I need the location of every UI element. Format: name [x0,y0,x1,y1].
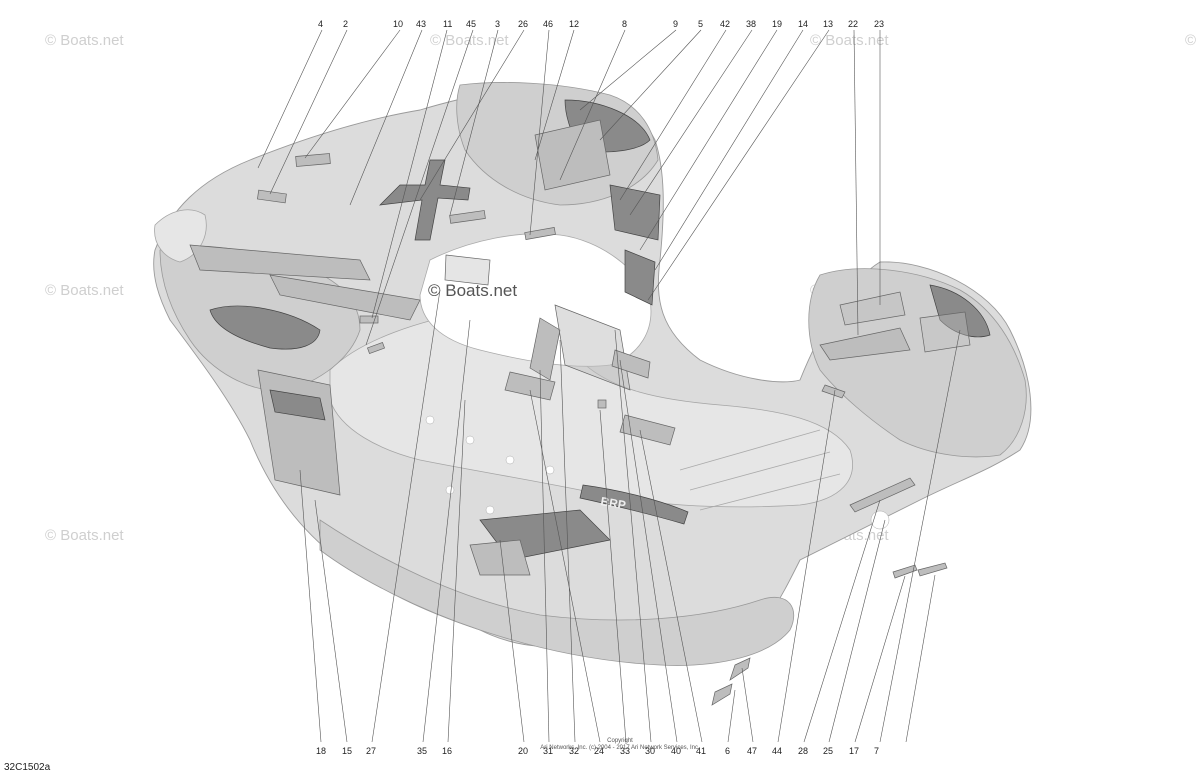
bottom-leader-lines [299,289,961,743]
callout-number: 26 [518,19,528,29]
copyright-notice: Copyright Ari Networks, Inc. (c) 2004 - … [510,738,730,752]
copyright-line: Copyright [607,738,633,744]
callout-number: 42 [720,19,730,29]
watermark: © Boats.net [45,527,124,544]
floating-panel-decal [444,254,491,286]
callout-number: 20 [518,746,528,756]
left-stripe-decal [189,244,371,281]
callout-number: 15 [342,746,352,756]
callout-number: 16 [442,746,452,756]
small-label [821,384,846,399]
small-reflector [892,564,918,579]
deck-hole [445,485,455,495]
callout-number: 4 [318,19,323,29]
watermark: © Boats.net [45,32,124,49]
callout-number: 45 [466,19,476,29]
callout-number: 19 [772,19,782,29]
floating-decal [611,349,651,379]
floating-panel-decal [554,304,631,391]
small-label [295,153,331,167]
callout-number: 30 [645,746,655,756]
callout-number: 38 [746,19,756,29]
reflector-strip [849,477,916,513]
callout-number: 41 [696,746,706,756]
left-stripe-decal-2 [269,274,421,321]
callout-number: 6 [725,746,730,756]
top-leader-lines [257,29,881,346]
callout-number: 2 [343,19,348,29]
brp-logo-decal [579,484,689,525]
center-watermark: © Boats.net [428,281,517,300]
drain-plug [870,510,890,530]
callout-number: 17 [849,746,859,756]
small-reflector [917,562,948,577]
floating-decal [529,317,561,381]
floating-decal [619,414,676,446]
deck-hole [505,455,515,465]
console-front-decal [534,119,611,191]
callout-number: 32 [569,746,579,756]
console-side-decal-2 [624,249,656,306]
brp-logo-text: BRP [599,494,626,512]
small-label [524,227,556,240]
lower-hull [319,519,795,666]
cross-decal [379,159,471,241]
decal-layer: BRP [189,99,991,706]
bottom-callouts: 18 15 27 35 16 20 31 32 24 33 30 40 41 6… [316,746,879,756]
callout-number: 35 [417,746,427,756]
deck-hole [465,435,475,445]
callout-number: 24 [594,746,604,756]
top-callouts: 4 2 10 43 11 45 3 26 46 12 8 9 5 42 38 1… [318,19,884,29]
deck-warning-decal-2 [469,539,531,576]
callout-number: 25 [823,746,833,756]
callout-number: 46 [543,19,553,29]
callout-number: 23 [874,19,884,29]
deck-hole [425,415,435,425]
copyright-line: Ari Networks, Inc. (c) 2004 - 2017 Ari N… [540,745,700,751]
console-side-decal [609,184,661,241]
callout-number: 7 [874,746,879,756]
callout-number: 14 [798,19,808,29]
deck-hole [485,505,495,515]
small-label [367,341,385,355]
callout-number: 5 [698,19,703,29]
rear-graphic-decal [929,284,991,338]
callout-number: 12 [569,19,579,29]
rear-warning-decal [819,327,911,361]
callout-number: 22 [848,19,858,29]
callout-number: 8 [622,19,627,29]
small-label [449,210,486,224]
callout-number: 33 [620,746,630,756]
callout-number: 10 [393,19,403,29]
callout-number: 9 [673,19,678,29]
floating-decal [597,399,607,409]
callout-number: 11 [443,19,452,29]
rear-panel-decal [919,311,971,353]
watermark: © Boats.net [45,282,124,299]
callout-number: 31 [543,746,553,756]
left-graphic-decal [209,305,321,350]
small-label [359,315,379,324]
watermark: © Boats.net [810,32,889,49]
footrest-ribs [679,429,841,511]
callout-number: 43 [416,19,426,29]
small-reflector [729,657,751,681]
callout-number: 13 [823,19,833,29]
watermark: © Boats.net [1185,32,1200,49]
callout-number: 27 [366,746,376,756]
small-label [257,189,287,204]
drawing-code: 32C1502a [4,762,51,773]
callout-number: 47 [747,746,757,756]
deck-hole [545,465,555,475]
callout-number: 40 [671,746,681,756]
callout-number: 44 [772,746,782,756]
callout-number: 18 [316,746,326,756]
callout-number: 28 [798,746,808,756]
callout-number: 3 [495,19,500,29]
side-warning-mark [269,389,326,421]
small-reflector [711,683,733,706]
